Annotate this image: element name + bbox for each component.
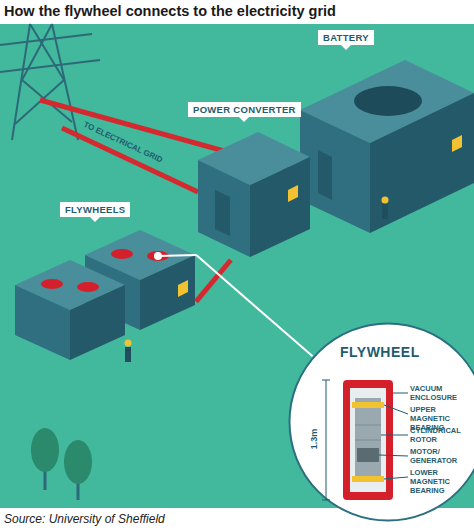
leader-line [384, 477, 408, 479]
battery-building [300, 60, 474, 233]
building-node: BATTERY [298, 58, 474, 236]
dimension-label: 1.3m [309, 424, 319, 454]
title-band [0, 0, 474, 24]
door [318, 150, 332, 200]
converter-building [198, 132, 310, 257]
pylon-brace [22, 24, 52, 80]
door [215, 190, 230, 236]
person-body [125, 347, 131, 362]
connector-line [196, 255, 313, 357]
warning-sign [452, 135, 462, 152]
pylon-arm [0, 60, 100, 72]
person-head [382, 197, 389, 204]
wall [198, 160, 250, 257]
dimension-tick [322, 380, 330, 381]
warning-sign [178, 280, 188, 297]
pylon-leg [52, 24, 78, 140]
leader-lines [379, 393, 408, 479]
flywheel-top [111, 249, 133, 259]
inset-title: FLYWHEEL [340, 344, 420, 360]
wall [15, 285, 70, 360]
part-label: VACUUM ENCLOSURE [410, 384, 470, 402]
tree-crown [31, 428, 59, 472]
tree [31, 428, 92, 500]
enclosure-inside [350, 388, 386, 492]
leader-line [393, 393, 408, 394]
part-label: CYLINDRICAL ROTOR [410, 426, 470, 444]
roof-opening [354, 86, 422, 116]
leader-dot [154, 252, 162, 260]
rotor-segment [355, 425, 381, 426]
part-label: MOTOR/ GENERATOR [410, 447, 470, 465]
green-field [0, 24, 474, 508]
dimension-tick [322, 500, 330, 501]
diagram-title: How the flywheel connects to the electri… [4, 3, 336, 19]
leader-line [379, 455, 408, 456]
flywheel-top [77, 282, 99, 292]
building-label: BATTERY [318, 30, 374, 45]
leader-line [381, 435, 408, 436]
wall [70, 285, 125, 360]
motor-generator [357, 448, 379, 462]
building-node: POWER CONVERTER [196, 130, 312, 260]
grid-cable [62, 128, 198, 192]
wall [140, 255, 195, 330]
inset-outline [290, 324, 474, 521]
wall [300, 110, 370, 233]
dimension-line [326, 380, 327, 500]
rotor-segment [355, 440, 381, 441]
person-body [382, 204, 388, 219]
leader-line [384, 405, 408, 414]
building-label: FLYWHEELS [60, 202, 130, 217]
wall [250, 157, 310, 257]
flywheel-top [41, 279, 63, 289]
warning-sign [288, 185, 298, 202]
upper-bearing [352, 402, 384, 408]
cable-label: TO ELECTRICAL GRID [82, 120, 164, 164]
leader-line [158, 255, 196, 256]
flywheel-building [15, 260, 125, 360]
vacuum-enclosure [343, 380, 393, 500]
connector [196, 255, 313, 357]
building-node: FLYWHEELS [12, 228, 196, 362]
tree-crown [64, 440, 92, 484]
source-caption: Source: University of Sheffield [4, 512, 165, 526]
part-label: LOWER MAGNETIC BEARING [410, 468, 470, 495]
building-label: POWER CONVERTER [188, 102, 301, 117]
lower-bearing [352, 476, 384, 482]
cylindrical-rotor [355, 398, 381, 482]
person-head [125, 340, 132, 347]
dimension-line [322, 380, 330, 500]
